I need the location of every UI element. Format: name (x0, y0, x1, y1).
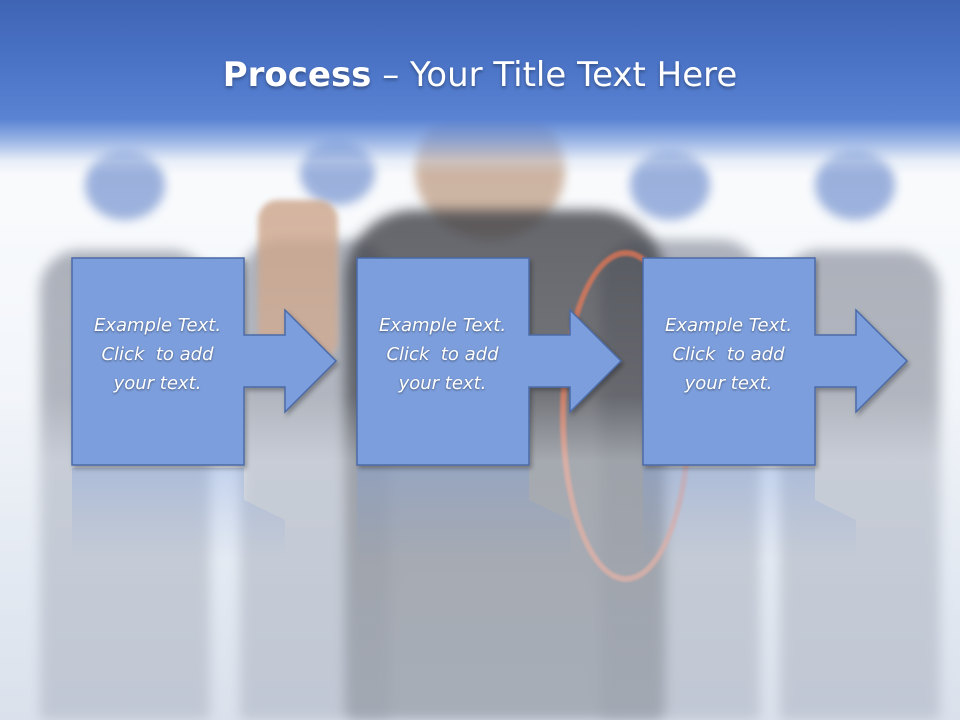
step-2-line-1: Example Text. (378, 315, 507, 336)
step-2-text[interactable]: Example Text. Click to add your text. (355, 311, 530, 398)
step-1-line-1: Example Text. (93, 315, 222, 336)
step-3-text[interactable]: Example Text. Click to add your text. (641, 311, 816, 398)
step-2-line-3: your text. (398, 373, 487, 394)
title-rest: – Your Title Text Here (371, 55, 738, 95)
step-3-line-3: your text. (684, 373, 773, 394)
step-1-line-3: your text. (113, 373, 202, 394)
step-2-line-2: Click to add (386, 344, 499, 365)
step-1-line-2: Click to add (101, 344, 214, 365)
header-band (0, 0, 960, 175)
step-3-line-2: Click to add (672, 344, 785, 365)
slide-title: Process – Your Title Text Here (0, 52, 960, 98)
step-3-line-1: Example Text. (664, 315, 793, 336)
title-bold: Process (222, 55, 372, 95)
step-1-text[interactable]: Example Text. Click to add your text. (70, 311, 245, 398)
